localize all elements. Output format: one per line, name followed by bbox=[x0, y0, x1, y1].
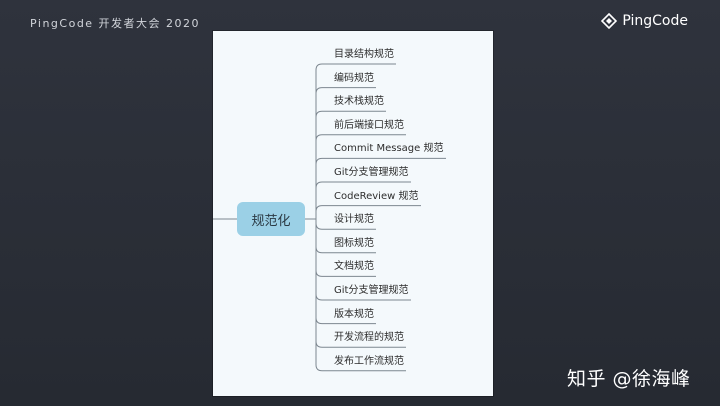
mindmap-branch-label: 开发流程的规范 bbox=[334, 332, 404, 344]
mindmap-connectors bbox=[213, 63, 446, 372]
mindmap-branch-label: 文档规范 bbox=[334, 261, 374, 273]
branch-connector bbox=[315, 219, 330, 325]
brand-name: PingCode bbox=[622, 13, 688, 29]
branch-connector bbox=[315, 219, 330, 372]
branch-connector bbox=[315, 63, 330, 219]
mindmap-branch-label: 图标规范 bbox=[334, 237, 374, 249]
pingcode-logo-icon bbox=[601, 13, 618, 29]
mindmap-branch-label: 前后端接口规范 bbox=[334, 119, 404, 131]
mindmap-branch-label: CodeReview 规范 bbox=[334, 190, 419, 202]
branch-connector bbox=[315, 157, 330, 219]
mindmap-root-node: 规范化 bbox=[237, 202, 305, 236]
branch-connector bbox=[315, 219, 330, 254]
mindmap-branch-label: 编码规范 bbox=[334, 72, 374, 84]
mindmap-branch-label: Commit Message 规范 bbox=[334, 143, 444, 155]
mindmap-branch-label: Git分支管理规范 bbox=[334, 167, 409, 178]
mindmap-slide: 规范化 目录结构规范编码规范技术栈规范前后端接口规范 Commit Message… bbox=[213, 31, 493, 396]
mindmap-branch-label: 版本规范 bbox=[334, 308, 374, 320]
mindmap-branch-label: 目录结构规范 bbox=[334, 49, 394, 60]
mindmap-branch-label: 技术栈规范 bbox=[334, 96, 384, 108]
conference-title: PingCode 开发者大会 2020 bbox=[30, 17, 201, 30]
branch-connector bbox=[315, 219, 330, 230]
branch-connector bbox=[315, 110, 330, 219]
brand-logo: PingCode bbox=[601, 13, 688, 29]
branch-connector bbox=[315, 219, 330, 301]
branch-connector bbox=[315, 134, 330, 219]
author-watermark: 知乎 @徐海峰 bbox=[567, 368, 691, 390]
branch-connector bbox=[315, 181, 330, 219]
mindmap-branch-label: Git分支管理规范 bbox=[334, 285, 409, 296]
mindmap-branch-label: 发布工作流规范 bbox=[334, 355, 404, 367]
mindmap-branch-label: 设计规范 bbox=[334, 214, 374, 226]
branch-connector bbox=[315, 219, 330, 348]
branch-connector bbox=[315, 205, 330, 219]
branch-connector bbox=[315, 87, 330, 219]
